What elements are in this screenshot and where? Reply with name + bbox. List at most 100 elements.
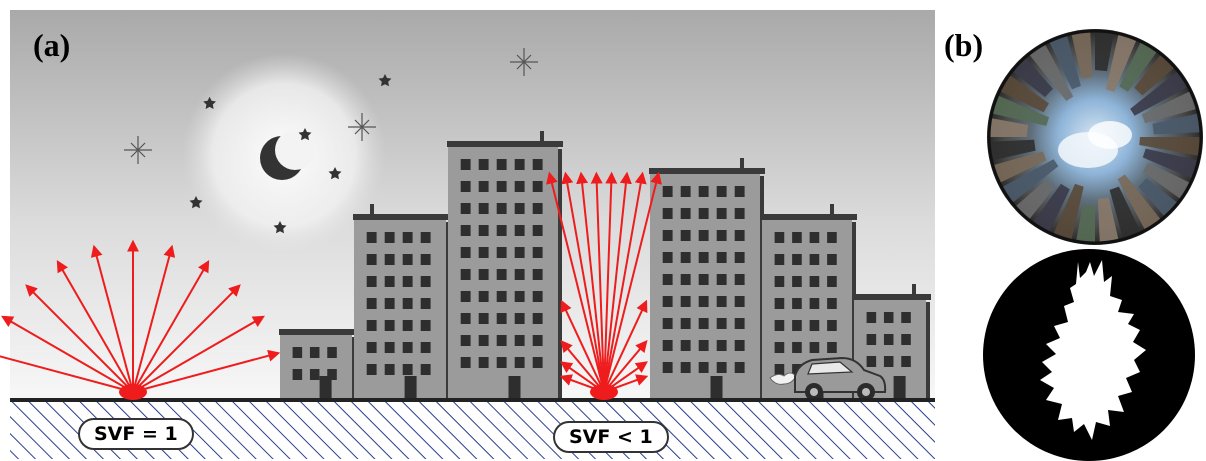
sky-mask: [983, 249, 1195, 461]
window: [421, 320, 431, 331]
window: [533, 313, 543, 324]
window: [497, 225, 507, 236]
door: [405, 376, 417, 400]
window: [827, 276, 837, 287]
window: [479, 203, 489, 214]
window: [385, 320, 395, 331]
door: [711, 376, 723, 400]
window: [775, 364, 785, 375]
window: [497, 291, 507, 302]
window: [717, 230, 727, 241]
window: [367, 254, 377, 265]
window: [810, 254, 820, 265]
window: [421, 276, 431, 287]
window: [717, 208, 727, 219]
window: [699, 340, 709, 351]
svf-canyon-label: SVF < 1: [553, 421, 669, 453]
window: [461, 225, 471, 236]
window: [385, 276, 395, 287]
door: [894, 376, 906, 400]
building: [447, 131, 563, 400]
window: [792, 320, 802, 331]
window: [403, 276, 413, 287]
window: [792, 342, 802, 353]
window: [717, 274, 727, 285]
window: [479, 291, 489, 302]
window: [867, 334, 877, 345]
window: [699, 274, 709, 285]
window: [681, 296, 691, 307]
window: [479, 357, 489, 368]
window: [699, 318, 709, 329]
window: [310, 369, 320, 380]
window: [867, 356, 877, 367]
window: [461, 313, 471, 324]
window: [810, 320, 820, 331]
window: [515, 203, 525, 214]
window: [497, 335, 507, 346]
window: [827, 320, 837, 331]
window: [479, 313, 489, 324]
window: [533, 225, 543, 236]
window: [699, 296, 709, 307]
window: [497, 313, 507, 324]
window: [735, 230, 745, 241]
window: [663, 252, 673, 263]
window: [385, 342, 395, 353]
window: [479, 335, 489, 346]
window: [533, 247, 543, 258]
window: [533, 181, 543, 192]
window: [810, 342, 820, 353]
window: [792, 254, 802, 265]
window: [681, 340, 691, 351]
building: [649, 158, 765, 400]
window: [735, 318, 745, 329]
window: [497, 203, 507, 214]
window: [699, 230, 709, 241]
window: [867, 312, 877, 323]
window: [515, 313, 525, 324]
window: [681, 230, 691, 241]
window: [699, 362, 709, 373]
window: [699, 186, 709, 197]
window: [385, 254, 395, 265]
window: [479, 247, 489, 258]
window: [775, 320, 785, 331]
window: [515, 291, 525, 302]
window: [717, 340, 727, 351]
window: [663, 208, 673, 219]
window: [717, 186, 727, 197]
window: [461, 291, 471, 302]
window: [717, 362, 727, 373]
window: [479, 181, 489, 192]
window: [663, 318, 673, 329]
window: [385, 364, 395, 375]
emission-point-open: [119, 384, 147, 400]
window: [681, 274, 691, 285]
window: [663, 362, 673, 373]
panel-b-label: (b): [944, 27, 983, 63]
window: [403, 232, 413, 243]
window: [699, 208, 709, 219]
window: [515, 159, 525, 170]
window: [681, 252, 691, 263]
window: [681, 186, 691, 197]
door: [320, 376, 332, 400]
window: [367, 342, 377, 353]
window: [735, 208, 745, 219]
window: [884, 312, 894, 323]
window: [367, 276, 377, 287]
window: [699, 252, 709, 263]
window: [901, 334, 911, 345]
window: [515, 335, 525, 346]
window: [385, 232, 395, 243]
window: [421, 232, 431, 243]
window: [735, 274, 745, 285]
building: [353, 204, 451, 400]
window: [367, 320, 377, 331]
window: [367, 298, 377, 309]
window: [461, 357, 471, 368]
window: [775, 232, 785, 243]
window: [403, 320, 413, 331]
